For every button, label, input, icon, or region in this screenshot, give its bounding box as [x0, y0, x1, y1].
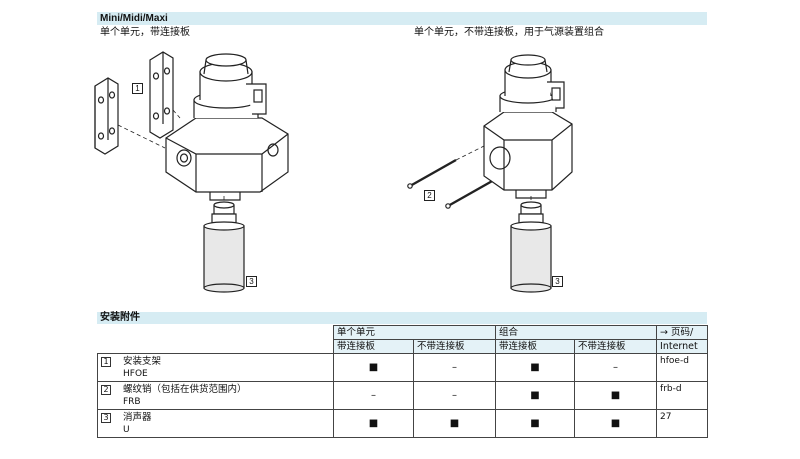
item-number: 3: [101, 413, 111, 423]
col-combo-without-plate: 不带连接板: [574, 339, 658, 354]
item-number: 1: [101, 357, 111, 367]
series-title: Mini/Midi/Maxi: [100, 13, 168, 24]
accessories-title: 安装附件: [100, 312, 140, 323]
col-single-without-plate: 不带连接板: [412, 339, 497, 354]
mark-cell: –: [412, 353, 497, 382]
left-caption: 单个单元，带连接板: [100, 27, 190, 38]
series-header-band: Mini/Midi/Maxi: [97, 12, 707, 25]
mark-cell: –: [412, 381, 497, 410]
mark-cell: –: [333, 381, 414, 410]
threaded-pin-lower: [445, 178, 495, 209]
valve-actuator-left: [193, 53, 267, 118]
mark-cell: –: [574, 353, 658, 382]
accessories-table: 单个单元 组合 → 页码/ 带连接板 不带连接板 带连接板 不带连接板 Inte…: [97, 325, 709, 438]
accessories-header-band: 安装附件: [97, 312, 707, 324]
mark-cell: ■: [574, 381, 658, 410]
group-single-header: 单个单元: [332, 325, 497, 340]
item-name: 安装支架: [123, 355, 162, 367]
item-name: 消声器: [123, 411, 152, 423]
page-header: → 页码/: [656, 325, 709, 340]
mark-cell: ■: [574, 409, 658, 438]
assembly-drawings: [94, 51, 573, 293]
col-single-with-plate: 带连接板: [333, 339, 414, 354]
callout-1: 1: [132, 83, 143, 94]
page-link[interactable]: 27: [656, 409, 709, 438]
right-caption: 单个单元，不带连接板，用于气源装置组合: [414, 27, 604, 38]
silencer-right: [510, 201, 552, 293]
col-combo-with-plate: 带连接板: [495, 339, 576, 354]
threaded-pin-upper: [407, 158, 457, 189]
page-link[interactable]: frb-d: [656, 381, 709, 410]
valve-body-right: [483, 111, 573, 199]
silencer-left: [203, 201, 245, 293]
mark-cell: ■: [333, 353, 414, 382]
blank-header-cell: [97, 325, 334, 354]
page-header-internet: Internet: [656, 339, 709, 354]
callout-3-right: 3: [552, 276, 563, 287]
item-cell: 2 螺纹销（包括在供货范围内）FRB: [97, 381, 334, 410]
mark-cell: ■: [412, 409, 497, 438]
mounting-bracket-left: [94, 77, 119, 155]
item-code: U: [123, 424, 130, 435]
mark-cell: ■: [495, 353, 576, 382]
table-row: 2 螺纹销（包括在供货范围内）FRB – – ■ ■ frb-d: [97, 381, 709, 410]
valve-actuator-right: [499, 54, 565, 112]
group-combo-header: 组合: [495, 325, 658, 340]
mounting-bracket-right: [149, 51, 174, 139]
mark-cell: ■: [333, 409, 414, 438]
item-code: HFOE: [123, 368, 148, 379]
page-link[interactable]: hfoe-d: [656, 353, 709, 382]
item-name: 螺纹销（包括在供货范围内）: [123, 383, 247, 395]
item-number: 2: [101, 385, 111, 395]
callout-2: 2: [424, 190, 435, 201]
callout-3-left: 3: [246, 276, 257, 287]
valve-body-left: [165, 117, 289, 201]
mark-cell: ■: [495, 409, 576, 438]
item-code: FRB: [123, 396, 141, 407]
mark-cell: ■: [495, 381, 576, 410]
